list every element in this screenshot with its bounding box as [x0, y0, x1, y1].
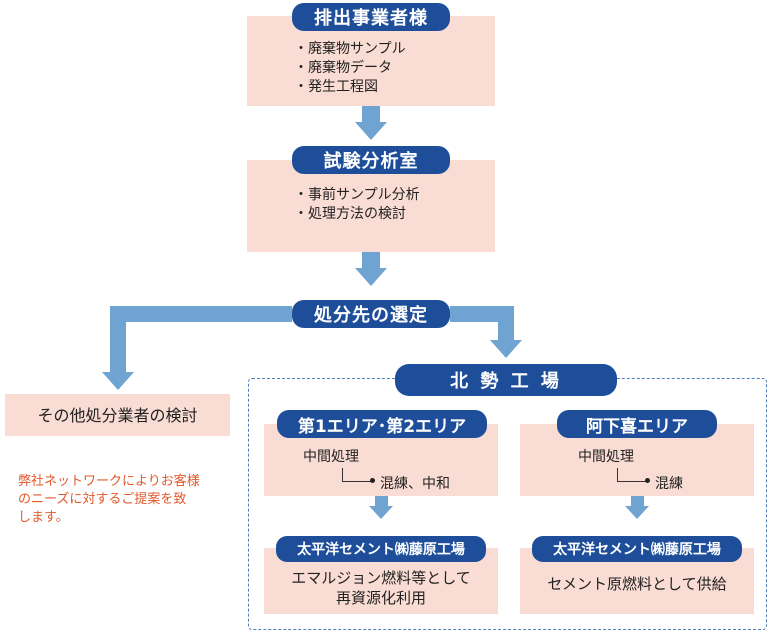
list-item: 発生工程図 [300, 78, 406, 97]
area1-arrow-head [369, 506, 393, 519]
note-line: のニーズに対するご提案を致 [18, 492, 187, 507]
branch-left-vertical [110, 306, 126, 372]
other-disposal-label: その他処分業者の検討 [37, 405, 198, 425]
area1-arrow-shaft [375, 496, 388, 506]
list-item: 廃棄物データ [300, 59, 406, 78]
area2-connector [617, 468, 648, 482]
area2-connector-dot [645, 478, 650, 483]
discharger-list: 廃棄物サンプル 廃棄物データ 発生工程図 [300, 40, 406, 97]
note-line: 弊社ネットワークによりお客様 [18, 474, 200, 489]
list-item: 処理方法の検討 [300, 205, 420, 224]
area2-title: 阿下喜エリア [557, 410, 717, 438]
lab-title: 試験分析室 [292, 146, 450, 174]
area2-process-label: 中間処理 [578, 449, 634, 465]
flow-arrow-head [355, 122, 387, 140]
other-note: 弊社ネットワークによりお客様 のニーズに対するご提案を致 します。 [18, 473, 200, 527]
selection-title: 処分先の選定 [292, 300, 450, 328]
discharger-title: 排出事業者様 [292, 3, 450, 31]
area2-partner: 太平洋セメント㈱藤原工場 [532, 536, 742, 562]
flow-arrow-shaft [362, 252, 380, 268]
other-disposal-box: その他処分業者の検討 [5, 394, 230, 436]
area2-process-detail: 混練 [655, 476, 683, 492]
branch-right-arrow-head [490, 340, 522, 358]
flow-arrow-shaft [362, 106, 380, 122]
area2-arrow-head [625, 506, 649, 519]
area2-use: セメント原燃料として供給 [520, 574, 754, 594]
plant-title: 北 勢 工 場 [395, 364, 617, 396]
list-item: 事前サンプル分析 [300, 186, 420, 205]
area1-use: エマルジョン燃料等として 再資源化利用 [264, 568, 498, 608]
area1-connector [342, 468, 373, 482]
list-item: 廃棄物サンプル [300, 40, 406, 59]
use-line: セメント原燃料として供給 [547, 575, 727, 593]
area1-title: 第1エリア･第2エリア [277, 410, 487, 438]
area1-partner: 太平洋セメント㈱藤原工場 [276, 536, 486, 562]
use-line: エマルジョン燃料等として [291, 569, 471, 587]
area2-arrow-shaft [631, 496, 644, 506]
branch-left-horizontal [110, 306, 292, 322]
flow-arrow-head [355, 268, 387, 286]
lab-list: 事前サンプル分析 処理方法の検討 [300, 186, 420, 224]
area1-process-label: 中間処理 [303, 449, 359, 465]
branch-right-vertical [498, 306, 514, 340]
note-line: します。 [18, 510, 69, 525]
use-line: 再資源化利用 [335, 589, 426, 607]
branch-left-arrow-head [102, 372, 134, 390]
area1-connector-dot [370, 478, 375, 483]
area1-process-detail: 混練、中和 [380, 476, 450, 492]
